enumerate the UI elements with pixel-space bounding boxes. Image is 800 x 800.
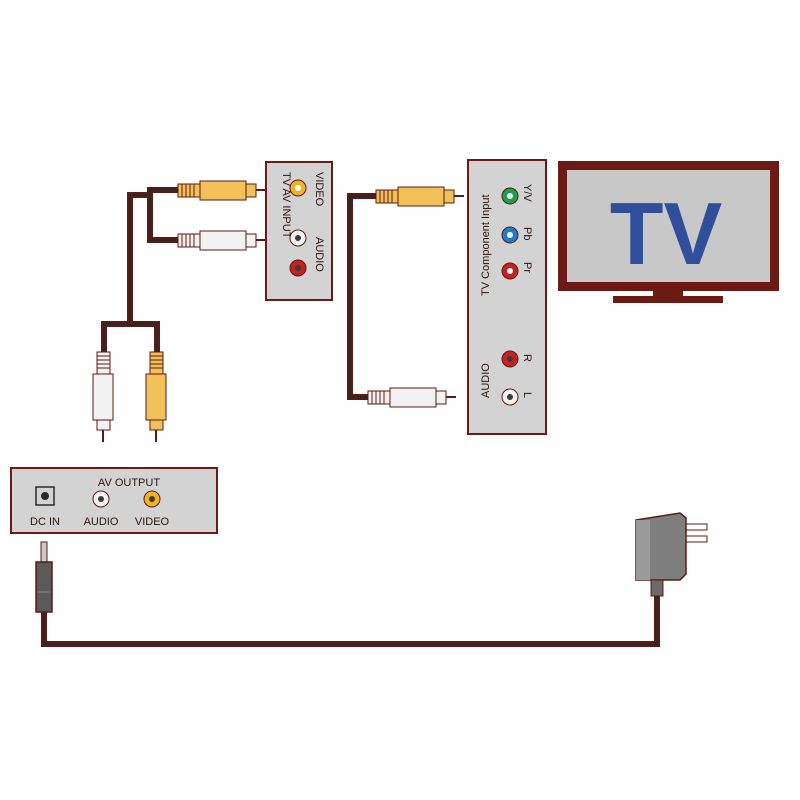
audio-l-white-jack[interactable] <box>501 388 519 406</box>
audio-r-red-jack[interactable] <box>501 350 519 368</box>
av-video-label: VIDEO <box>135 516 170 528</box>
rca-plug-icon <box>367 387 456 408</box>
component-audio-title: AUDIO <box>480 363 492 398</box>
tv-component-input-box: TV Component Input Y/V Pb Pr AUDIO R L <box>467 159 547 435</box>
component-r-label: R <box>521 354 533 362</box>
power-adapter-icon <box>635 512 708 597</box>
rca-plug-icon <box>177 180 266 201</box>
dc-power-cable <box>41 595 660 647</box>
rca-plug-icon <box>92 351 114 442</box>
av-audio-jack[interactable] <box>92 490 110 508</box>
component-yv-label: Y/V <box>521 184 533 202</box>
tv-av-input-box: TV AV INPUT VIDEO AUDIO <box>265 161 333 301</box>
av-audio-label: AUDIO <box>84 516 119 528</box>
rca-plug-icon <box>177 230 266 251</box>
tv-label: TV <box>610 184 723 283</box>
cables <box>41 187 660 647</box>
av-splitter-cable <box>101 187 180 355</box>
component-title: TV Component Input <box>480 194 492 296</box>
dc-plug-icon <box>35 541 53 613</box>
tv-av-input-title: TV AV INPUT <box>280 172 292 239</box>
audio-white-jack[interactable] <box>289 229 307 247</box>
tv-icon: TV <box>558 161 779 303</box>
pb-blue-jack[interactable] <box>501 226 519 244</box>
av-output-title: AV OUTPUT <box>98 477 160 489</box>
tv-av-input-audio-label: AUDIO <box>313 237 325 272</box>
rca-plug-icon <box>375 186 464 207</box>
rca-plug-icon <box>145 351 167 442</box>
component-l-label: L <box>521 392 533 398</box>
tv-av-input-video-label: VIDEO <box>313 172 325 207</box>
component-pb-label: Pb <box>521 227 533 240</box>
component-pr-label: Pr <box>521 262 533 273</box>
component-audio-cable <box>347 193 378 400</box>
av-video-jack[interactable] <box>143 490 161 508</box>
video-jack[interactable] <box>289 179 307 197</box>
pr-red-jack[interactable] <box>501 262 519 280</box>
dc-in-label: DC IN <box>30 516 60 528</box>
av-output-box: AV OUTPUT DC IN AUDIO VIDEO <box>10 467 218 534</box>
audio-red-jack[interactable] <box>289 259 307 277</box>
dc-in-jack[interactable] <box>35 486 55 506</box>
yv-green-jack[interactable] <box>501 187 519 205</box>
